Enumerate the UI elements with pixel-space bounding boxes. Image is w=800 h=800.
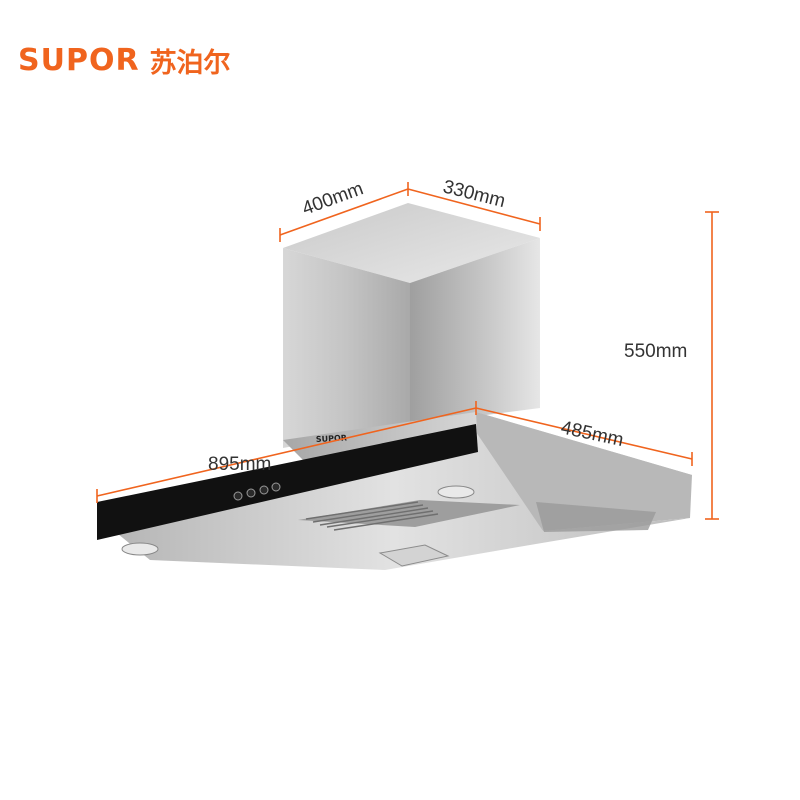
brand-name-cn: 苏泊尔 xyxy=(149,47,231,79)
control-button-4[interactable] xyxy=(271,482,281,492)
dimension-lines xyxy=(96,182,719,520)
chimney-top xyxy=(283,203,540,283)
dim-line-hood-depth xyxy=(475,407,693,460)
product-logo-text: SUPOR xyxy=(316,433,348,444)
oil-cup xyxy=(378,544,450,567)
control-button-3[interactable] xyxy=(259,485,269,495)
chimney-side xyxy=(410,238,540,425)
chimney xyxy=(283,203,540,448)
hood-underside xyxy=(97,432,690,570)
chimney-front xyxy=(283,248,410,448)
rear-recess xyxy=(536,502,656,532)
light-right xyxy=(437,485,475,499)
dim-total-height: 550mm xyxy=(624,341,687,362)
dim-line-hood-width xyxy=(96,407,477,497)
control-button-2[interactable] xyxy=(246,488,256,498)
brand-logo: SUPOR 苏泊尔 xyxy=(18,40,231,80)
brand-name-en: SUPOR xyxy=(18,42,140,78)
dim-line-chimney-depth xyxy=(407,188,541,225)
control-button-1[interactable] xyxy=(233,491,243,501)
hood-body xyxy=(97,412,692,570)
dim-chimney-width: 400mm xyxy=(300,178,367,219)
front-glass-panel xyxy=(97,424,478,540)
dim-hood-width: 895mm xyxy=(208,454,271,475)
dim-line-chimney-width xyxy=(279,188,409,236)
control-panel xyxy=(233,482,281,501)
filter-grille xyxy=(305,501,439,531)
hood-right-side xyxy=(476,412,692,531)
light-left xyxy=(121,542,159,556)
